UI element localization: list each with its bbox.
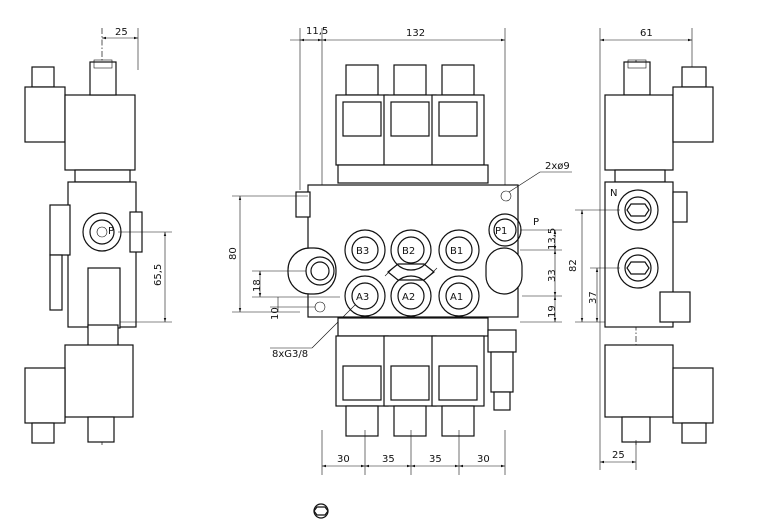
- left-side-view: 25 P 65,5: [24, 27, 172, 445]
- thread-callout: 8xG3/8: [272, 349, 308, 360]
- port-b3: B3: [356, 246, 369, 257]
- front-width-dim: 132: [406, 28, 425, 39]
- nut-symbol: [313, 503, 329, 519]
- port-b2: B2: [402, 246, 415, 257]
- bottom-solenoid-row: [335, 317, 517, 437]
- front-10-dim: 10: [270, 307, 281, 320]
- front-offset-dim: 11,5: [306, 26, 328, 37]
- port-p-label: P: [533, 217, 539, 228]
- right-side-view: 61 N 82 37 25: [568, 28, 714, 470]
- right-height-dim: 82: [568, 259, 579, 272]
- port-p1: P1: [495, 226, 507, 237]
- right-top-width-dim: 61: [640, 28, 653, 39]
- spacing-13-5-dim: 13,5: [547, 228, 558, 250]
- bottom-spacing-1: 30: [337, 454, 350, 465]
- port-row-a: A3 A2 A1: [344, 275, 480, 317]
- port-row-b: B3 B2 B1: [344, 229, 480, 271]
- front-height-dim: 80: [228, 247, 239, 260]
- bottom-spacing-3: 35: [429, 454, 442, 465]
- port-a2: A2: [402, 292, 415, 303]
- front-18-dim: 18: [252, 279, 263, 292]
- right-37-dim: 37: [588, 291, 599, 304]
- front-view: 11,5 132 B3: [228, 26, 572, 475]
- left-top-width-dim: 25: [115, 27, 128, 38]
- port-b1: B1: [450, 246, 463, 257]
- hole-callout: 2xø9: [545, 161, 570, 172]
- spacing-19-dim: 19: [547, 305, 558, 318]
- port-a3: A3: [356, 292, 369, 303]
- spacing-33-dim: 33: [547, 269, 558, 282]
- left-port-height-dim: 65,5: [153, 264, 164, 286]
- left-port-p: P: [108, 226, 114, 237]
- right-bottom-width-dim: 25: [612, 450, 625, 461]
- top-solenoid-row: [335, 64, 489, 184]
- bottom-spacing-2: 35: [382, 454, 395, 465]
- port-a1: A1: [450, 292, 463, 303]
- bottom-spacing-4: 30: [477, 454, 490, 465]
- right-port-n: N: [610, 188, 617, 199]
